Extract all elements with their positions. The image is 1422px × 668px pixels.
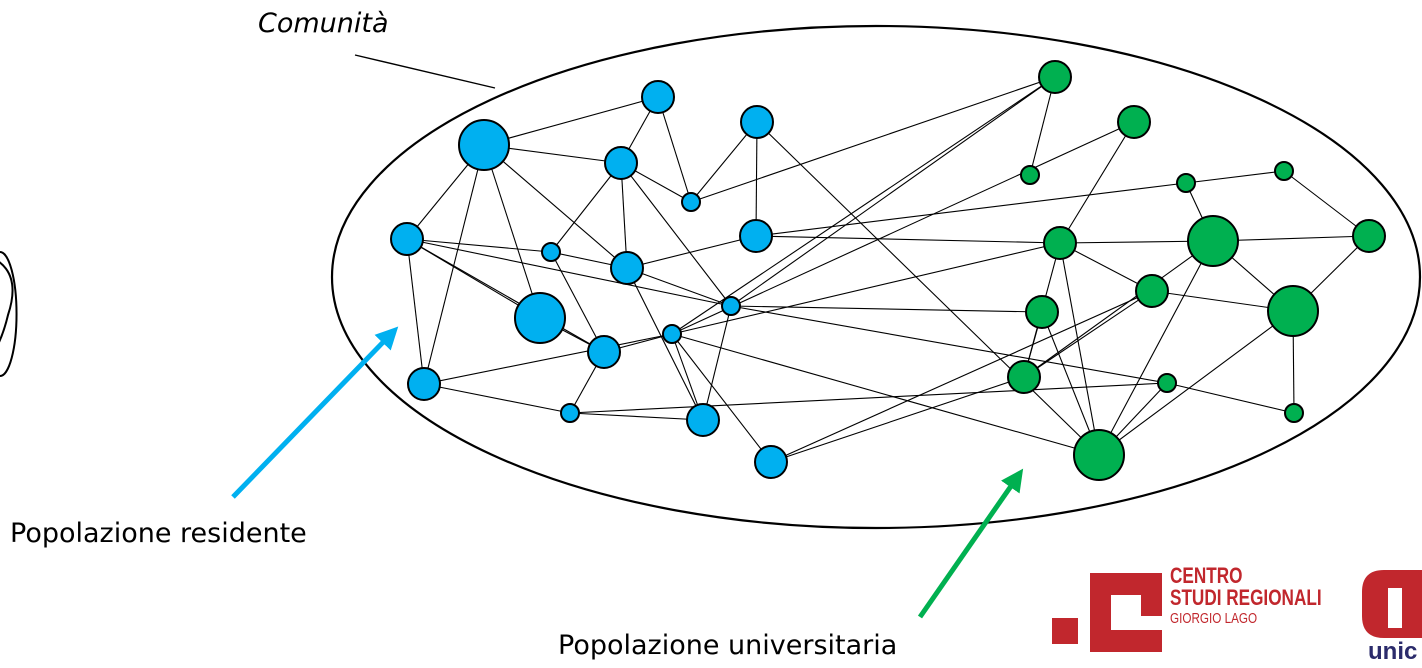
university-node xyxy=(1267,285,1319,337)
network-edge xyxy=(755,182,1187,237)
resident-node xyxy=(610,251,644,285)
resident-node xyxy=(587,335,621,369)
network-edge xyxy=(1283,170,1370,237)
csr-logo-line1: CENTRO xyxy=(1170,563,1243,588)
title-leader-line xyxy=(354,54,496,89)
network-edge xyxy=(550,251,605,353)
resident-node xyxy=(458,119,510,171)
network-edge xyxy=(1212,235,1370,242)
network-edge xyxy=(671,76,1056,335)
resident-node xyxy=(560,403,580,423)
university-node xyxy=(1025,295,1059,329)
network-edge xyxy=(550,162,622,253)
network-edge xyxy=(1098,310,1294,456)
network-edge xyxy=(406,238,605,353)
network-edge xyxy=(1059,242,1100,456)
network-edge xyxy=(406,238,425,385)
network-edge xyxy=(483,144,541,319)
network-edge xyxy=(626,267,732,307)
network-edge xyxy=(1166,382,1295,414)
university-node xyxy=(1007,360,1041,394)
csr-logo-text: CENTRO STUDI REGIONALI GIORGIO LAGO xyxy=(1170,563,1322,627)
community-ellipse xyxy=(330,24,1422,530)
university-logo-mark xyxy=(1362,570,1422,638)
network-edge xyxy=(1059,121,1135,244)
network-edge xyxy=(730,305,1168,384)
network-edge xyxy=(423,383,571,414)
network-edge xyxy=(423,333,673,385)
university-logo-text: unic xyxy=(1368,638,1418,665)
network-edge xyxy=(423,144,485,385)
arrow-university xyxy=(917,468,1024,619)
university-node xyxy=(1176,173,1196,193)
network-edge xyxy=(756,121,1100,456)
resident-node xyxy=(407,367,441,401)
csr-logo-line2: STUDI REGIONALI xyxy=(1170,585,1322,610)
network-edge xyxy=(626,235,757,269)
network-edge xyxy=(1023,290,1153,378)
csr-logo-mark xyxy=(1052,573,1162,652)
network-edge xyxy=(620,162,732,307)
network-edge xyxy=(690,121,758,203)
network-edge xyxy=(1023,240,1214,378)
network-edge xyxy=(671,242,1061,335)
network-edge xyxy=(1098,240,1214,456)
network-edge xyxy=(671,121,1135,335)
network-edge xyxy=(1059,242,1153,292)
resident-node xyxy=(541,242,561,262)
network-edge xyxy=(671,333,1100,456)
network-edge xyxy=(1185,170,1285,184)
network-edge xyxy=(569,412,704,421)
university-node xyxy=(1274,161,1294,181)
university-node xyxy=(1043,226,1077,260)
resident-node xyxy=(390,222,424,256)
resident-node xyxy=(641,80,675,114)
resident-node xyxy=(721,296,741,316)
network-edge xyxy=(620,162,628,269)
resident-node xyxy=(754,445,788,479)
network-edge xyxy=(690,76,1056,203)
resident-node xyxy=(739,219,773,253)
network-edge xyxy=(770,376,1025,463)
diagram-title: Comunità xyxy=(258,8,389,39)
network-edge xyxy=(702,305,732,421)
university-node xyxy=(1187,215,1239,267)
network-edge xyxy=(770,290,1153,463)
arrow-residents xyxy=(231,326,399,499)
resident-node xyxy=(514,292,566,344)
network-edge xyxy=(483,144,628,269)
network-edge xyxy=(730,305,1043,313)
label-resident-population: Popolazione residente xyxy=(10,518,307,549)
resident-node xyxy=(681,192,701,212)
university-node xyxy=(1284,403,1304,423)
university-node xyxy=(1157,373,1177,393)
csr-logo-line3: GIORGIO LAGO xyxy=(1170,610,1258,627)
network-edges xyxy=(406,76,1370,463)
university-node xyxy=(1020,165,1040,185)
network-edge xyxy=(406,238,732,307)
network-edge xyxy=(730,76,1056,307)
resident-node xyxy=(662,324,682,344)
network-edge xyxy=(671,333,772,463)
university-node xyxy=(1135,274,1169,308)
resident-node xyxy=(686,403,720,437)
network-edge xyxy=(755,235,1061,244)
network-edge xyxy=(406,238,552,253)
network-edge xyxy=(657,96,692,203)
label-university-population: Popolazione universitaria xyxy=(558,630,898,661)
university-node xyxy=(1352,219,1386,253)
resident-node xyxy=(740,105,774,139)
resident-node xyxy=(604,146,638,180)
network-edge xyxy=(569,382,1168,414)
university-node xyxy=(1117,105,1151,139)
partial-ellipse-left xyxy=(0,251,18,377)
network-edge xyxy=(626,267,704,421)
university-node xyxy=(1073,429,1125,481)
network-nodes xyxy=(390,60,1386,481)
university-node xyxy=(1038,60,1072,94)
partial-ellipse-left-curve xyxy=(0,261,14,343)
network-edge xyxy=(483,96,659,146)
